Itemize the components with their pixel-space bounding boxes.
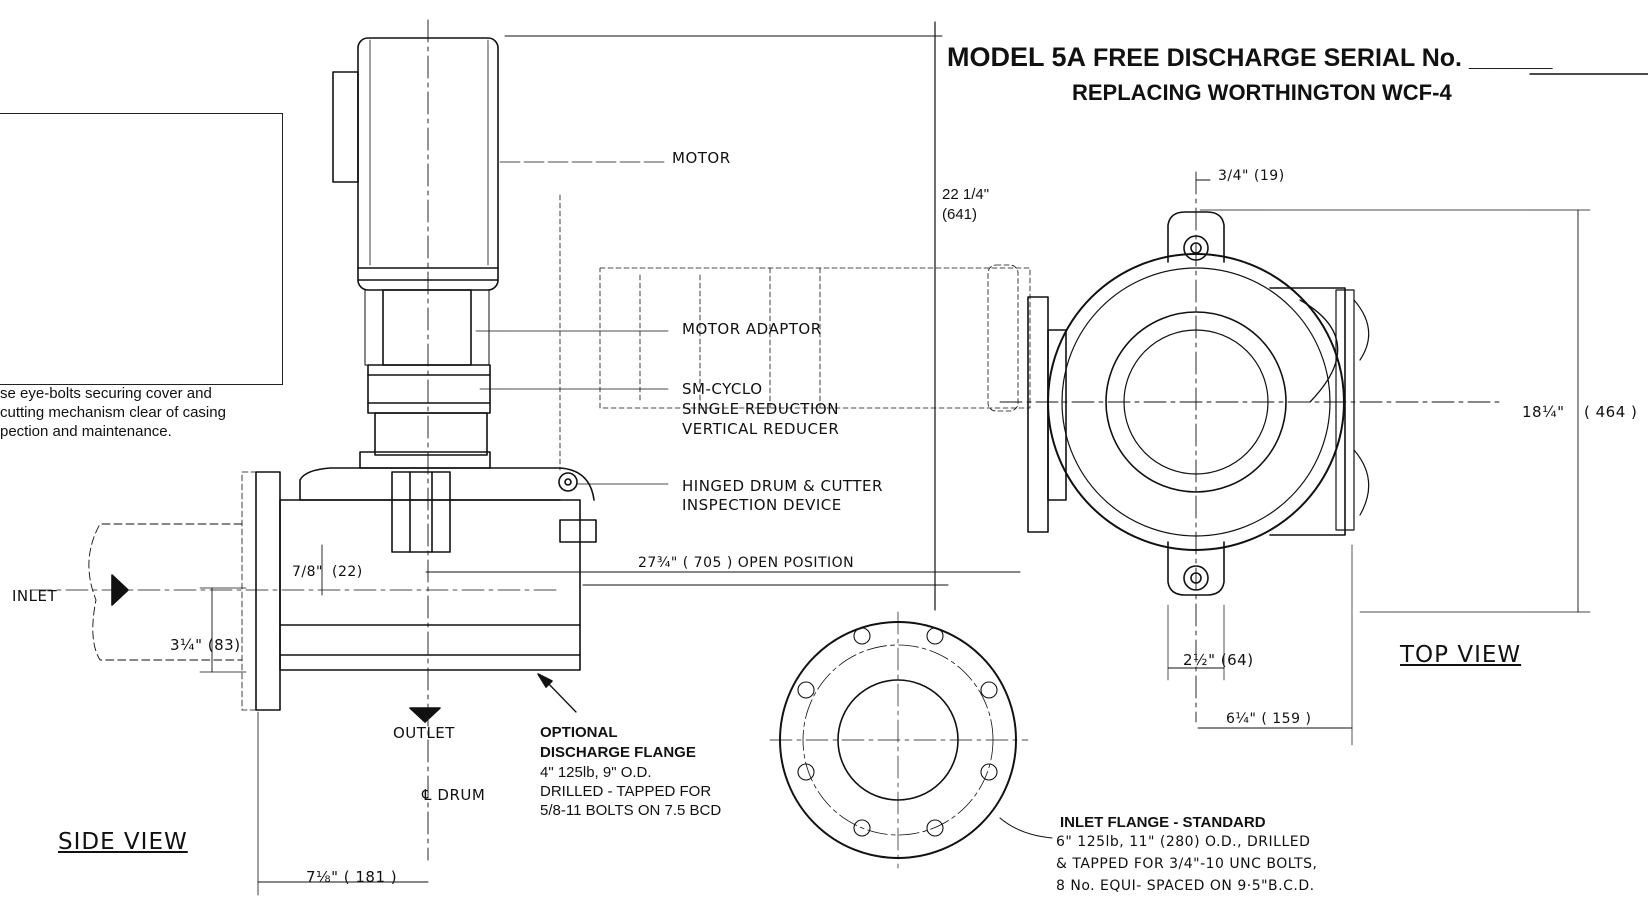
inset-caption-2: cutting mechanism clear of casing [0, 404, 226, 421]
discharge-flange-line-2: DRILLED - TAPPED FOR [540, 783, 712, 800]
outlet-label: OUTLET [393, 724, 455, 742]
motor-adaptor-body [364, 289, 490, 366]
model-label: MODEL 5A [947, 42, 1087, 72]
dim-2-1-2: 2½" (64) [1183, 651, 1254, 669]
outlet-arrow [409, 707, 441, 723]
dim-22: (22) [332, 564, 363, 580]
height-dim-mm: (641) [942, 206, 978, 223]
inlet-flange-line-2: & TAPPED FOR 3/4"-10 UNC BOLTS, [1056, 856, 1318, 872]
reducer-body [359, 364, 491, 469]
motor-adaptor-label: MOTOR ADAPTOR [682, 320, 822, 338]
side-view-title: SIDE VIEW [58, 829, 188, 855]
dim-7-8: 7/8" [292, 564, 323, 580]
inlet-flange-line-1: 6" 125lb, 11" (280) O.D., DRILLED [1056, 834, 1311, 850]
dim-6-1-4: 6¼" ( 159 ) [1226, 711, 1312, 727]
inlet-flange-side [29, 471, 561, 711]
height-dim-in: 22 1/4" [942, 186, 990, 203]
side-view-drawing [29, 19, 1031, 896]
dim-3-4: 3/4" (19) [1218, 168, 1285, 184]
motor-label: MOTOR [672, 149, 731, 167]
reducer-label-1: SM-CYCLO [682, 380, 763, 398]
drum-centerline-label: ℄ DRUM [422, 786, 486, 804]
title-rest: FREE DISCHARGE SERIAL No. ______ [1092, 44, 1553, 72]
open-position-phantom [559, 194, 1031, 471]
dim-7-1-8: 7⅛" ( 181 ) [306, 868, 398, 886]
open-position-dim: 27¾" ( 705 ) OPEN POSITION [638, 555, 855, 571]
inlet-label: INLET [12, 587, 58, 605]
hinged-label-2: INSPECTION DEVICE [682, 496, 842, 514]
discharge-flange-line-3: 5/8-11 BOLTS ON 7.5 BCD [540, 802, 722, 819]
inlet-flange-front-drawing [769, 611, 1053, 869]
inset-caption-1: se eye-bolts securing cover and [0, 385, 212, 402]
dim-18-1-4: 18¼" [1522, 403, 1565, 421]
motor-body [332, 37, 499, 291]
title-line-2: REPLACING WORTHINGTON WCF-4 [1072, 80, 1452, 105]
dim-3-1-4: 3¼" (83) [170, 636, 241, 654]
reducer-label-3: VERTICAL REDUCER [682, 420, 840, 438]
top-view-drawing [999, 73, 1648, 746]
top-view-title: TOP VIEW [1400, 642, 1522, 668]
inset-caption-3: pection and maintenance. [0, 423, 172, 440]
discharge-flange-heading-1: OPTIONAL [540, 724, 618, 741]
inlet-flange-heading: INLET FLANGE - STANDARD [1060, 814, 1266, 831]
dim-464: ( 464 ) [1584, 403, 1638, 421]
discharge-flange-heading-2: DISCHARGE FLANGE [540, 744, 696, 761]
inset-photo-frame [0, 113, 283, 385]
inlet-flange-line-3: 8 No. EQUI- SPACED ON 9·5"B.C.D. [1056, 878, 1315, 894]
reducer-label-2: SINGLE REDUCTION [682, 400, 839, 418]
discharge-flange-line-1: 4" 125lb, 9" O.D. [540, 764, 652, 781]
casing-body [279, 467, 597, 671]
hinged-label-1: HINGED DRUM & CUTTER [682, 477, 883, 495]
title-line-1: MODEL 5A FREE DISCHARGE SERIAL No. _____… [947, 42, 1552, 73]
